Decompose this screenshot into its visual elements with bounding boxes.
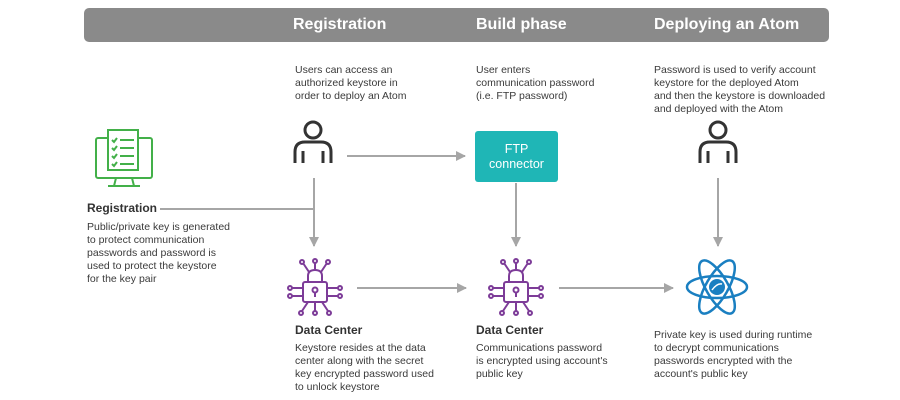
phase-header-bar (84, 8, 829, 42)
registration-title: Registration (87, 201, 158, 215)
user-icon (293, 120, 333, 163)
datacenter-1-description: Keystore resides at the data center alon… (295, 342, 434, 393)
keystore-verify-description: Password is used to verify account keyst… (654, 64, 826, 115)
phase-deploy-label: Deploying an Atom (654, 16, 800, 33)
datacenter-1-title: Data Center (295, 323, 363, 337)
atom-icon (685, 259, 749, 315)
phase-registration-label: Registration (293, 16, 387, 33)
keystore-access-description: Users can access an authorized keystore … (295, 64, 407, 102)
lock-network-icon (488, 258, 544, 316)
phase-build-label: Build phase (476, 16, 567, 33)
password-entry-description: User enters communication password (i.e.… (476, 64, 595, 102)
datacenter-2-description: Communications password is encrypted usi… (476, 342, 608, 380)
document-checklist-monitor-icon (95, 129, 153, 187)
registration-description: Public/private key is generated to prote… (87, 221, 230, 285)
user-icon (698, 120, 738, 163)
lock-network-icon (287, 258, 343, 316)
runtime-decrypt-description: Private key is used during runtime to de… (654, 329, 813, 380)
datacenter-2-title: Data Center (476, 323, 544, 337)
ftp-connector-box: FTP connector (475, 131, 558, 182)
